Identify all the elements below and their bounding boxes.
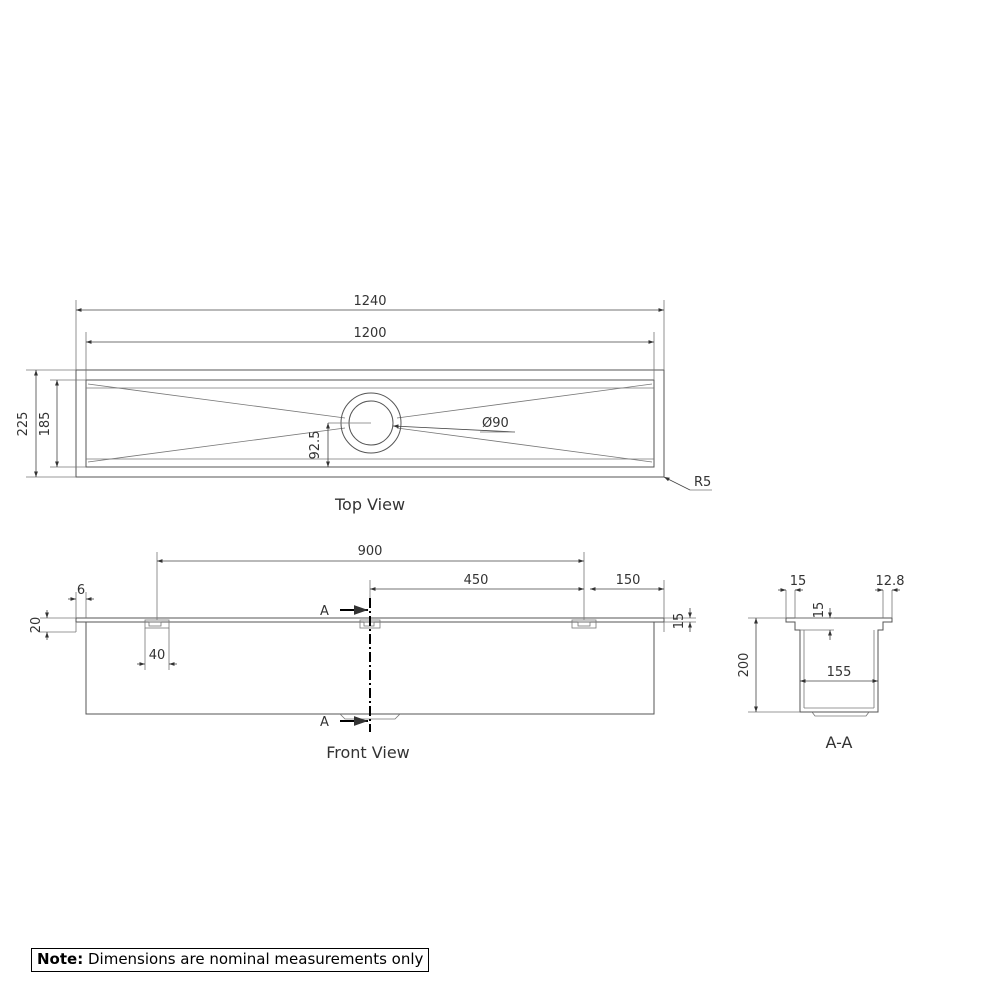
top-view: 1240 1200 225 185 92.5 Ø90 R5 Top View bbox=[16, 294, 712, 514]
front-view-label: Front View bbox=[326, 743, 410, 762]
dim-flange-thickness: 6 bbox=[77, 583, 85, 598]
dim-half-width: 92.5 bbox=[308, 431, 323, 460]
dim-leader-diameter bbox=[392, 424, 516, 433]
dim-section-flange-right: 12.8 bbox=[876, 574, 905, 589]
dim-outlet-spacing: 900 bbox=[358, 544, 383, 559]
note-text: Dimensions are nominal measurements only bbox=[87, 950, 424, 968]
dim-corner-radius: R5 bbox=[694, 475, 711, 490]
section-marker-bottom: A bbox=[320, 715, 329, 730]
dim-section-inner-width: 155 bbox=[827, 665, 852, 680]
dim-flange-height: 20 bbox=[29, 617, 44, 634]
dim-leader-radius bbox=[663, 476, 691, 491]
dim-top-thickness: 15 bbox=[672, 613, 687, 630]
top-view-label: Top View bbox=[334, 495, 405, 514]
front-view: A A 900 450 150 6 20 40 bbox=[29, 544, 696, 762]
section-profile bbox=[785, 617, 893, 713]
dim-section-flange-left: 15 bbox=[790, 574, 807, 589]
dim-bracket-width: 40 bbox=[149, 648, 166, 663]
dim-inner-length: 1200 bbox=[353, 326, 386, 341]
section-marker-top: A bbox=[320, 604, 329, 619]
dim-section-lip: 15 bbox=[812, 602, 827, 619]
section-view: 15 12.8 15 200 155 A-A bbox=[737, 574, 904, 752]
dim-outlet-offset: 450 bbox=[464, 573, 489, 588]
dim-outlet-diameter: Ø90 bbox=[482, 416, 509, 431]
note-box: Note: Dimensions are nominal measurement… bbox=[31, 948, 430, 972]
dim-overall-width: 225 bbox=[16, 412, 31, 437]
top-view-outer-frame bbox=[75, 369, 665, 478]
dim-inner-width: 185 bbox=[38, 412, 53, 437]
bracket-right bbox=[571, 619, 597, 629]
section-view-label: A-A bbox=[826, 733, 853, 752]
dim-end-offset: 150 bbox=[616, 573, 641, 588]
note-label: Note: bbox=[37, 950, 84, 968]
dim-section-depth: 200 bbox=[737, 653, 752, 678]
dim-overall-length: 1240 bbox=[353, 294, 386, 309]
top-view-inner-frame bbox=[85, 379, 655, 468]
